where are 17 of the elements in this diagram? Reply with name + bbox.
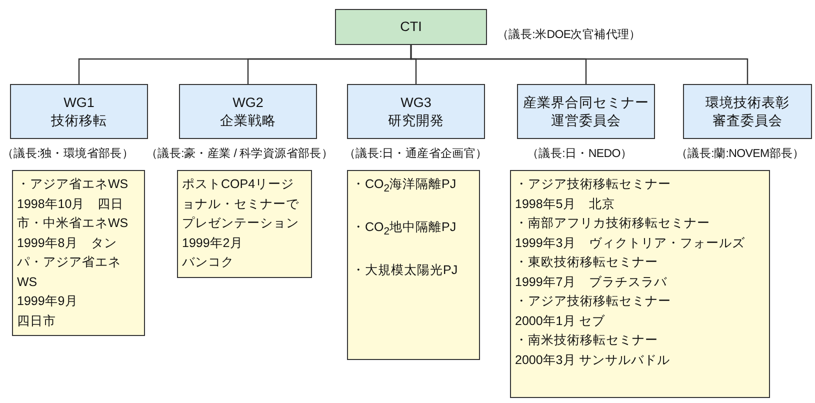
chair-label: （議長:豪・産業 / 科学資源省部長） (146, 146, 334, 161)
activity-box: ・アジア省エネWS 1998年10月 四日市・中米省エネWS 1999年8月 タンパ・アジア省エネWS 1999年9月 四日市 (12, 170, 145, 336)
activity-box: ・アジア技術移転セミナー 1998年5月 北京 ・南部アフリカ技術移転セミナー 1999年3月 ヴィクトリア・フォールズ ・東欧技術移転セミナー 1999年7月 ブラチスラバ ・アジア技術移転セミナー 2000年1月 セブ ・南米技術移転セミナー 2000年3月 サンサルバドル (510, 170, 770, 398)
chair-label: （議長:独・環境省部長） (2, 146, 134, 161)
committee-box: WG1 技術移転 (10, 84, 148, 139)
council-box: CTI (335, 9, 487, 45)
committee-box: WG2 企業戦略 (179, 84, 317, 139)
chair-label: （議長:米DOE次官補代理） (497, 27, 641, 42)
activity-box: ・CO$_{2}$海洋隔離PJ ・CO$_{2}$地中隔離PJ ・大規模太陽光PJ (347, 170, 480, 360)
connector-line (410, 45, 748, 84)
committee-box: 産業界合同セミナー 運営委員会 (517, 84, 655, 139)
chair-label: （議長:日・NEDO） (527, 146, 632, 161)
chair-label: （議長:蘭:NOVEM部長） (676, 146, 804, 161)
committee-box: 環境技術表彰 審査委員会 (683, 84, 812, 139)
committee-box: WG3 研究開発 (347, 84, 485, 139)
activity-box: ポストCOP4リージョナル・セミナーでプレゼンテーション 1999年2月 バンコク (177, 170, 312, 278)
chair-label: （議長:日・通産省企画官） (344, 146, 488, 161)
